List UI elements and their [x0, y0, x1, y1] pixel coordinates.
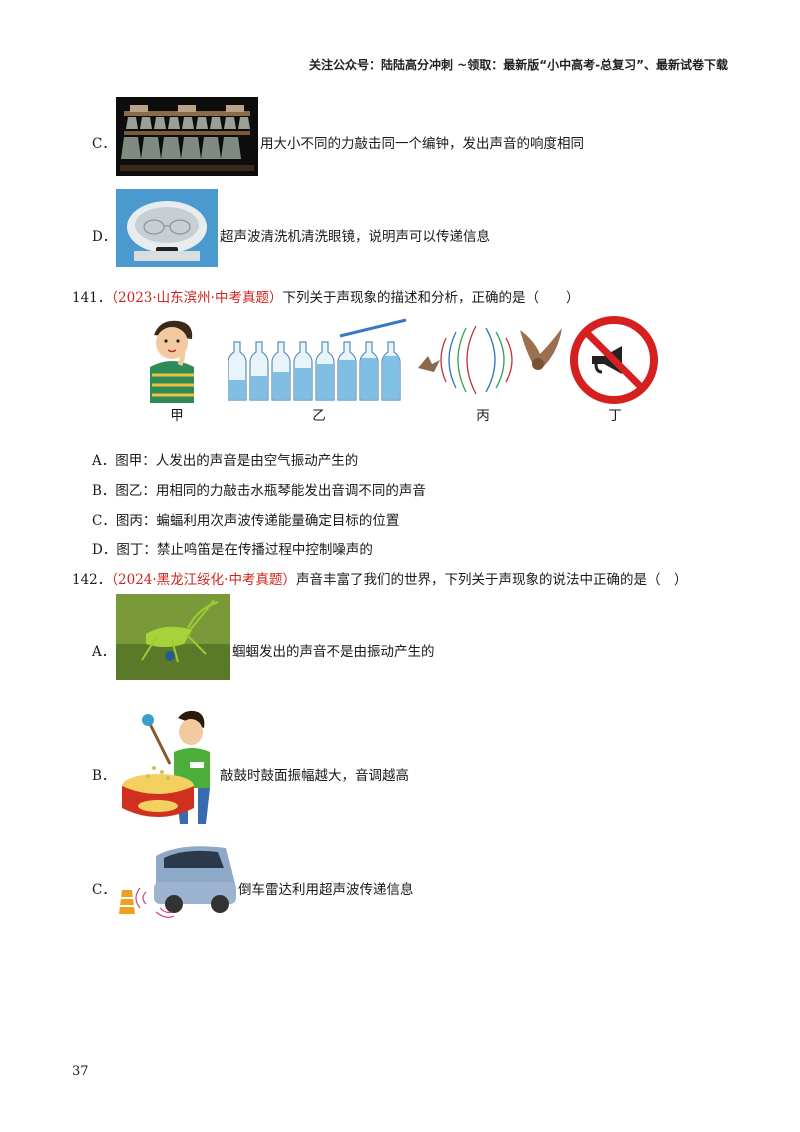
reversing-radar-car-image [116, 842, 236, 922]
q140-option-c-text: 用大小不同的力敲击同一个编钟，发出声音的响度相同 [260, 136, 584, 152]
boy-humming-figure [140, 315, 206, 405]
q142-option-c-letter: C． [92, 882, 116, 898]
q140-option-d-letter: D． [92, 229, 117, 245]
q141-option-c: C．图丙：蝙蝠利用次声波传递能量确定目标的位置 [92, 513, 400, 529]
q142-option-b-letter: B． [92, 768, 116, 784]
question-source: （2023·山东滨州·中考真题） [111, 290, 283, 306]
q141-option-b: B．图乙：用相同的力敲击水瓶琴能发出音调不同的声音 [92, 483, 426, 499]
figure-label-jia: 甲 [170, 408, 184, 424]
bianzhong-bells-image [116, 97, 258, 176]
drum-boy-image [118, 706, 218, 828]
water-bottle-xylophone-figure [228, 318, 408, 404]
page-header: 关注公众号：陆陆高分冲刺 ~领取：最新版“小中高考-总复习”、最新试卷下载 [309, 58, 728, 72]
question-source: （2024·黑龙江绥化·中考真题） [111, 572, 296, 588]
q142-option-a-text: 蝈蝈发出的声音不是由振动产生的 [232, 644, 435, 660]
figure-label-yi: 乙 [312, 408, 326, 424]
figure-label-bing: 丙 [476, 408, 490, 424]
no-horn-sign-figure [570, 316, 658, 404]
q140-option-c-letter: C． [92, 136, 116, 152]
question-text: 下列关于声现象的描述和分析，正确的是（ ） [282, 290, 580, 306]
figure-label-ding: 丁 [608, 408, 622, 424]
q141-stem: 141．（2023·山东滨州·中考真题）下列关于声现象的描述和分析，正确的是（ … [72, 286, 579, 306]
q140-option-d-text: 超声波清洗机清洗眼镜，说明声可以传递信息 [220, 229, 490, 245]
q142-option-b-text: 敲鼓时鼓面振幅越大，音调越高 [220, 768, 409, 784]
katydid-insect-image [116, 594, 230, 680]
question-text: 声音丰富了我们的世界，下列关于声现象的说法中正确的是（ ） [295, 572, 688, 588]
page-number: 37 [72, 1064, 89, 1079]
bat-echolocation-figure [416, 318, 564, 402]
ultrasonic-cleaner-image [116, 189, 218, 267]
q142-option-a-letter: A． [92, 644, 116, 660]
q141-option-a: A．图甲：人发出的声音是由空气振动产生的 [92, 453, 359, 469]
q141-option-d: D．图丁：禁止鸣笛是在传播过程中控制噪声的 [92, 542, 373, 558]
question-number: 142． [72, 572, 112, 588]
q142-option-c-text: 倒车雷达利用超声波传递信息 [238, 882, 414, 898]
question-number: 141． [72, 290, 112, 306]
q142-stem: 142．（2024·黑龙江绥化·中考真题）声音丰富了我们的世界，下列关于声现象的… [72, 568, 687, 588]
